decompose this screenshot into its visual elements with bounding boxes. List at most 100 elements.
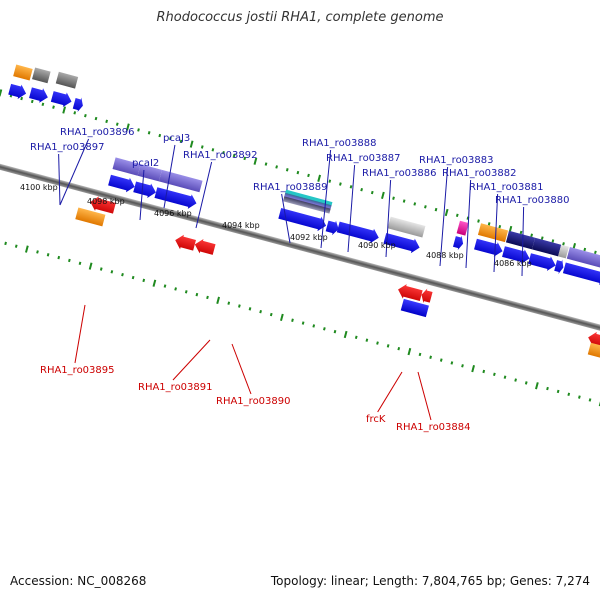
ruler-minor-tick (498, 225, 502, 229)
gene-orange[interactable] (477, 223, 509, 243)
gene-multicolor[interactable] (282, 189, 333, 214)
ruler-minor-tick (94, 116, 98, 121)
ruler-minor-tick (477, 219, 480, 223)
ruler-minor-tick (115, 122, 119, 126)
ruler-major-tick (152, 279, 157, 287)
ruler-minor-tick (296, 170, 300, 175)
ruler-label: 4098 kbp (87, 197, 125, 206)
ruler-minor-tick (105, 119, 108, 124)
gene-label[interactable]: RHA1_ro03881 (469, 182, 544, 193)
cds-forward-arrow[interactable] (452, 234, 465, 251)
gene-blue[interactable] (400, 298, 429, 318)
cds-reverse-arrow[interactable] (88, 195, 116, 216)
ruler-minor-tick (121, 272, 124, 277)
gene-label[interactable]: RHA1_ro03891 (138, 382, 213, 393)
gene-label[interactable]: RHA1_ro03892 (183, 150, 258, 161)
ruler-minor-tick (546, 386, 549, 391)
cds-forward-arrow[interactable] (278, 206, 328, 233)
gene-label[interactable]: RHA1_ro03884 (396, 422, 471, 433)
ruler-minor-tick (519, 230, 523, 235)
gene-navy[interactable] (505, 230, 536, 250)
forward-gene-labels: RHA1_ro03896RHA1_ro03897pcaJ3pcaI2RHA1_r… (30, 127, 570, 206)
ruler-minor-tick (147, 131, 151, 135)
gene-label[interactable]: RHA1_ro03888 (302, 138, 377, 149)
ruler-minor-tick (365, 338, 369, 342)
gene-label[interactable]: RHA1_ro03896 (60, 127, 135, 138)
gene-orange[interactable] (75, 207, 106, 227)
gene-label[interactable]: RHA1_ro03890 (216, 396, 291, 407)
ruler-major-tick (25, 245, 29, 253)
ruler-minor-tick (503, 375, 507, 379)
reverse-ruler (4, 241, 600, 407)
gene-label[interactable]: frcK (366, 414, 386, 425)
gene-label[interactable]: RHA1_ro03889 (253, 182, 328, 193)
cds-forward-arrow[interactable] (29, 85, 50, 104)
ruler-minor-tick (487, 222, 491, 226)
cds-reverse-arrow[interactable] (193, 237, 216, 257)
gene-navy[interactable] (532, 237, 562, 257)
gene-label[interactable]: RHA1_ro03883 (419, 155, 494, 166)
ruler-minor-tick (46, 253, 50, 257)
gene-orange[interactable] (587, 342, 600, 361)
cds-forward-arrow[interactable] (528, 251, 558, 272)
cds-forward-arrow[interactable] (336, 220, 380, 245)
gene-orange[interactable] (13, 64, 33, 81)
ruler-major-tick (471, 365, 476, 373)
cds-reverse-arrow[interactable] (420, 288, 434, 305)
ruler-label: 4088 kbp (426, 251, 464, 260)
gene-label[interactable]: RHA1_ro03897 (30, 142, 105, 153)
label-leader-line (58, 153, 61, 206)
ruler-minor-tick (562, 242, 565, 246)
ruler-minor-tick (413, 202, 417, 206)
cds-forward-arrow[interactable] (133, 180, 158, 200)
ruler-minor-tick (174, 287, 177, 291)
cds-forward-arrow[interactable] (154, 185, 198, 210)
gene-label[interactable]: pcaJ3 (163, 133, 190, 144)
accession-text: Accession: NC_008268 (10, 574, 147, 588)
label-leader-line (281, 193, 291, 244)
ruler-minor-tick (530, 233, 534, 237)
label-leader-line (172, 339, 211, 381)
forward-ruler (0, 89, 597, 255)
ruler-minor-tick (4, 241, 7, 246)
label-leader-line (139, 169, 145, 221)
cds-forward-arrow[interactable] (50, 89, 73, 109)
label-leader-line (320, 149, 332, 249)
gene-label[interactable]: RHA1_ro03880 (495, 195, 570, 206)
cds-forward-arrow[interactable] (554, 258, 566, 275)
ruler-minor-tick (450, 361, 454, 365)
ruler-minor-tick (238, 304, 241, 308)
ruler-minor-tick (52, 105, 55, 109)
gene-label[interactable]: RHA1_ro03886 (362, 168, 437, 179)
ruler-minor-tick (493, 372, 496, 377)
gene-purple[interactable] (566, 247, 600, 271)
gene-gray[interactable] (558, 244, 569, 259)
gene-gray[interactable] (32, 67, 51, 84)
ruler-minor-tick (78, 261, 82, 266)
ruler-major-tick (317, 174, 322, 182)
gene-magenta[interactable] (456, 220, 469, 236)
ruler-minor-tick (68, 258, 71, 263)
ruler-minor-tick (73, 111, 77, 115)
gene-label[interactable]: pcaI2 (132, 158, 159, 169)
ruler-minor-tick (354, 335, 358, 340)
ruler-major-tick (88, 262, 93, 270)
cds-forward-arrow[interactable] (383, 231, 422, 255)
gene-lightgray[interactable] (387, 216, 426, 238)
ruler-major-tick (62, 106, 67, 114)
gene-label[interactable]: RHA1_ro03887 (326, 153, 401, 164)
cds-reverse-arrow[interactable] (173, 233, 196, 253)
gene-gray[interactable] (55, 71, 79, 89)
cds-forward-arrow[interactable] (8, 82, 28, 101)
ruler-minor-tick (402, 199, 406, 203)
cds-forward-arrow[interactable] (108, 173, 137, 194)
gene-purple[interactable] (112, 157, 141, 176)
cds-reverse-arrow[interactable] (396, 282, 423, 303)
cds-forward-arrow[interactable] (562, 261, 600, 287)
gene-label[interactable]: RHA1_ro03895 (40, 365, 115, 376)
cds-forward-arrow[interactable] (325, 219, 340, 237)
reverse-cds-lane (88, 195, 600, 349)
gene-label[interactable]: RHA1_ro03882 (442, 168, 517, 179)
cds-forward-arrow[interactable] (72, 96, 85, 113)
gene-purple[interactable] (158, 169, 203, 193)
